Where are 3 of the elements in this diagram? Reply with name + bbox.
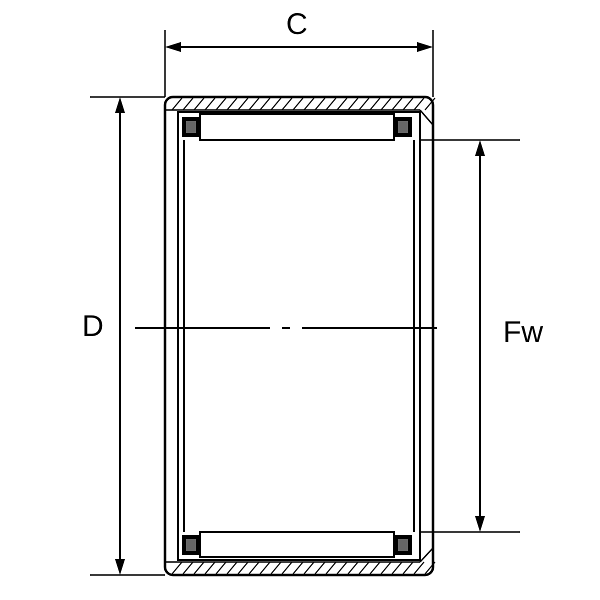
dimension-label: C xyxy=(286,10,308,40)
dimension-label: Fw xyxy=(503,318,543,348)
dimension-label: D xyxy=(82,312,104,342)
